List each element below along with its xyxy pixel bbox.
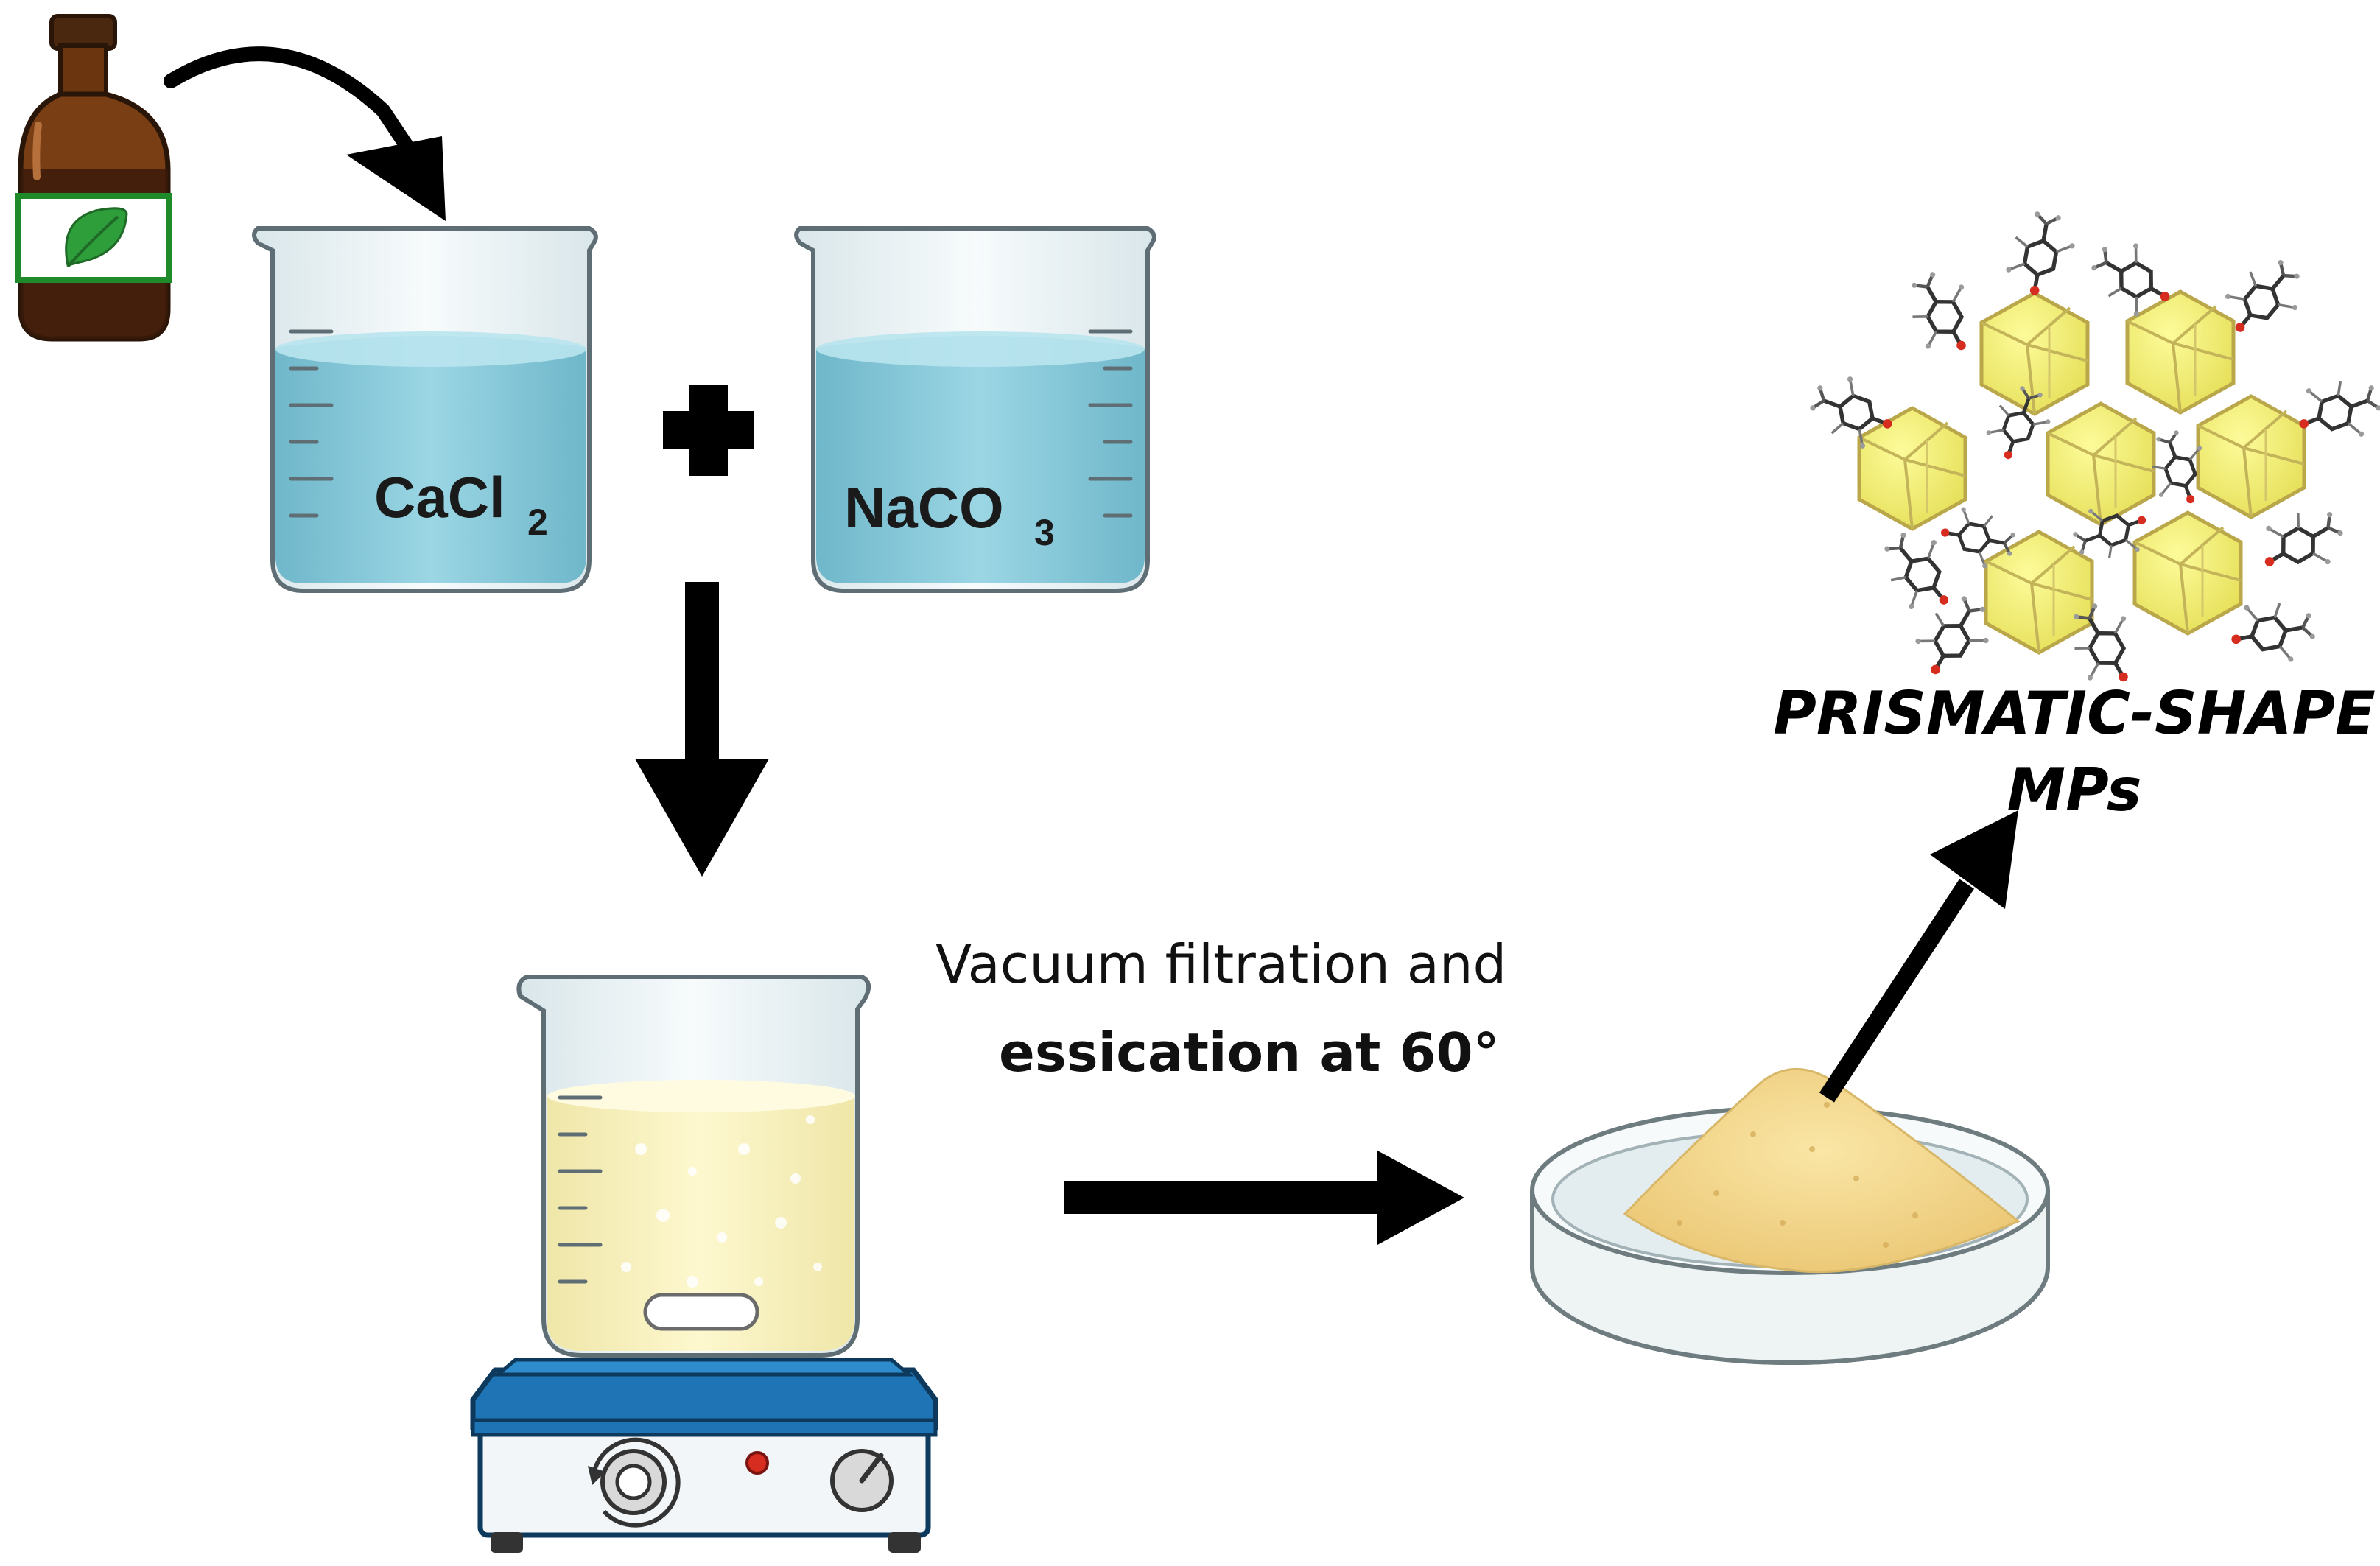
down-arrow [635, 582, 769, 877]
leaf-icon [65, 207, 128, 268]
process-caption-line1: Vacuum filtration and [935, 933, 1506, 995]
power-led-icon [745, 1451, 769, 1475]
temperature-knob-icon [588, 1437, 681, 1528]
magnetic-stirrer-icon [470, 1358, 938, 1553]
diagonal-arrow [1819, 810, 2018, 1103]
right-arrow [1064, 1151, 1464, 1245]
beaker-cacl2: CaCl 2 [252, 226, 598, 593]
plus-icon [663, 385, 754, 476]
speed-knob-icon [830, 1449, 894, 1512]
process-caption-line2: essication at 60° [999, 1022, 1500, 1084]
addition-arrow [164, 46, 446, 221]
cacl2-subscript: 2 [527, 502, 548, 543]
stirring-beaker [516, 975, 871, 1358]
cacl2-label: CaCl [374, 465, 505, 530]
naco3-label: NaCO [844, 475, 1004, 540]
plant-extract-bottle-icon [15, 14, 172, 342]
prismatic-crystal-cluster-icon [1803, 208, 2380, 697]
stir-bar [643, 1293, 759, 1331]
beaker-naco3: NaCO 3 [794, 226, 1156, 593]
petri-dish-powder-icon [1530, 1068, 2050, 1365]
product-caption-line2: MPs [2007, 756, 2141, 824]
product-caption-line1: PRISMATIC-SHAPE [1773, 679, 2376, 748]
naco3-subscript: 3 [1034, 512, 1055, 553]
